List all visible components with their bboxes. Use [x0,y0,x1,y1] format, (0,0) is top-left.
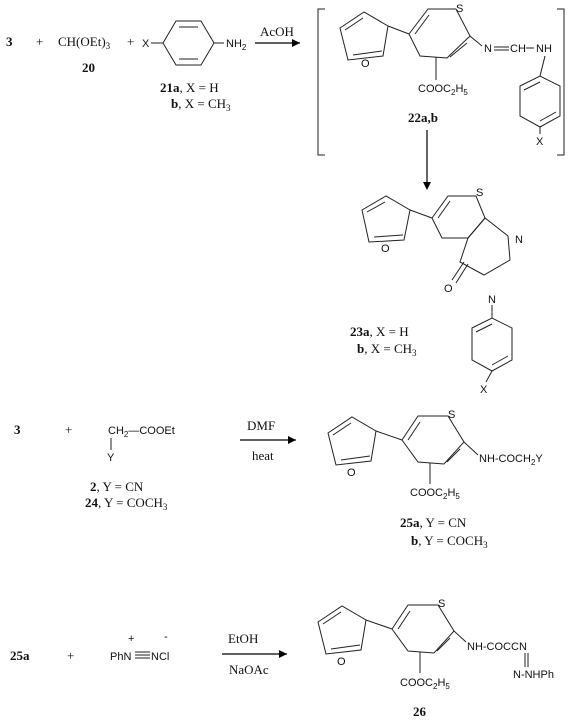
pyrimidine-n3: N [488,294,496,306]
thiophene-sulfur: S [456,3,463,15]
substituent-x: X [142,38,150,50]
positive-charge: + [128,633,134,645]
compound-25b-label: b, Y = COCH3 [411,533,488,550]
plus-sign: + [65,422,72,437]
furan-oxygen: O [337,656,346,668]
imine-carbon: CH [510,43,526,55]
compound-3-label: 3 [6,34,13,49]
aryl-substituent-x: X [536,136,544,148]
hydrazone-group: N-NHPh [513,669,554,681]
thiophene-sulfur: S [438,598,445,610]
orthoformate-formula: CH(OEt)3 [58,34,111,51]
reagent-acoh: AcOH [260,24,294,39]
compound-25a-label: 25a, Y = CN [400,515,467,530]
product-26: O S NH-COCCN N-NHPh COOC2H5 26 [317,598,554,719]
amide-side-chain: NH-COCH2Y [479,453,543,467]
reaction-3: 25a + + - PhN NCl EtOH NaOAc [10,631,287,677]
furan-oxygen: O [381,243,390,255]
reagent-dmf: DMF [247,418,275,433]
negative-charge: - [164,631,168,643]
aniline-structure: X NH2 [142,20,247,66]
carbonyl-oxygen: O [444,283,453,295]
plus-sign: + [36,34,43,49]
aryl-substituent-x: X [480,384,488,396]
methylene-group: CH2—COOEt [108,425,175,439]
reaction-2: 3 + CH2—COOEt Y 2, Y = CN 24, Y = COCH3 … [14,418,296,512]
imine-nitrogen: N [484,43,492,55]
amine-nh: NH [536,43,552,55]
product-23: O S N N O X 23a, X = H b, X = CH3 [350,187,523,396]
compound-21b-label: b, X = CH3 [171,96,231,113]
compound-22-label: 22a,b [408,110,438,125]
ester-group: COOC2H5 [418,83,468,97]
intermediate-22: O S N CH NH COOC2H5 X 22a,b [317,3,565,156]
ester-group: COOC2H5 [410,487,460,501]
thiophene-sulfur: S [448,409,455,421]
compound-26-label: 26 [413,704,427,719]
plus-sign: + [67,648,74,663]
substituent-y: Y [107,452,115,464]
compound-25a-label: 25a [10,648,30,663]
amino-group: NH2 [226,38,247,52]
compound-23a-label: 23a, X = H [350,324,409,339]
chloride-counterion: NCl [151,651,169,663]
condition-heat: heat [252,448,274,463]
plus-sign: + [127,34,134,49]
compound-20-label: 20 [82,60,95,75]
furan-oxygen: O [361,58,370,70]
compound-2-label: 2, Y = CN [90,479,144,494]
reagent-naoac: NaOAc [229,662,269,677]
compound-24-label: 24, Y = COCH3 [85,495,168,512]
phenyl-diazonium: PhN [110,651,131,663]
ester-group: COOC2H5 [400,677,450,691]
compound-23b-label: b, X = CH3 [357,341,417,358]
compound-21-label: 21a, X = H [160,80,219,95]
compound-3-label: 3 [14,422,21,437]
pyrimidine-n1: N [515,234,523,246]
reagent-etoh: EtOH [228,631,258,646]
furan-oxygen: O [347,467,356,479]
reaction-1: 3 + CH(OEt)3 20 + X NH2 21a, X = H b, X … [6,20,300,113]
thiophene-sulfur: S [476,187,483,199]
amide-side-chain: NH-COCCN [467,641,527,653]
product-25: O S NH-COCH2Y COOC2H5 25a, Y = CN b, Y =… [327,409,543,550]
